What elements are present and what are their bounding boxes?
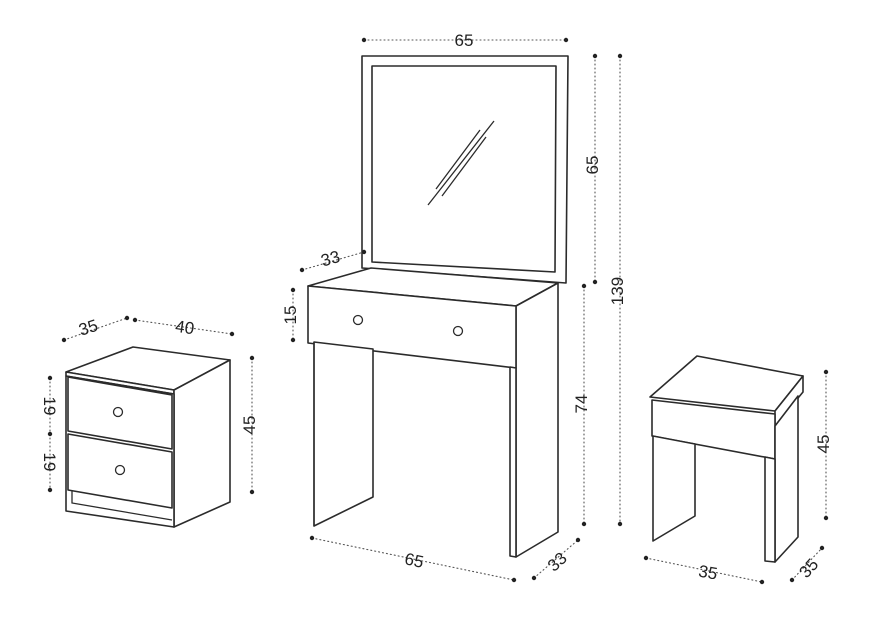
label-total-height: 139: [608, 277, 627, 305]
mirror-glass: [371, 65, 557, 273]
dressing-table: [307, 55, 569, 558]
label-nightstand-drawer-lower: 19: [40, 453, 59, 472]
nightstand-knob-lower: [114, 464, 126, 476]
stool: [649, 355, 804, 563]
label-stool-depth: 35: [796, 555, 823, 582]
label-stool-width: 35: [697, 562, 719, 584]
label-nightstand-width: 40: [174, 317, 195, 338]
table-knob-right: [452, 325, 464, 337]
label-table-top-depth: 33: [319, 247, 342, 270]
table-knob-left: [352, 314, 364, 326]
label-table-depth: 33: [544, 549, 571, 576]
label-table-width: 65: [403, 549, 425, 572]
nightstand-knob-upper: [112, 406, 124, 418]
label-nightstand-drawer-upper: 19: [40, 397, 59, 416]
nightstand: [65, 346, 231, 528]
label-stool-height: 45: [814, 435, 833, 454]
table-right-leg: [509, 366, 517, 558]
stool-left-leg: [652, 435, 696, 542]
nightstand-base: [71, 491, 173, 521]
label-drawer-height: 15: [281, 306, 300, 325]
label-mirror-width: 65: [455, 31, 474, 50]
stool-right-leg: [764, 456, 776, 563]
mirror-reflection-lines: [427, 120, 495, 206]
table-left-leg: [313, 341, 374, 527]
nightstand-side: [173, 359, 231, 528]
label-table-height: 74: [572, 395, 591, 414]
dimension-lines: [47, 37, 829, 585]
table-side-panel: [515, 282, 559, 558]
label-nightstand-depth: 35: [76, 316, 100, 340]
label-nightstand-height: 45: [240, 416, 259, 435]
label-mirror-height: 65: [583, 156, 602, 175]
stool-side-panel: [774, 395, 799, 563]
